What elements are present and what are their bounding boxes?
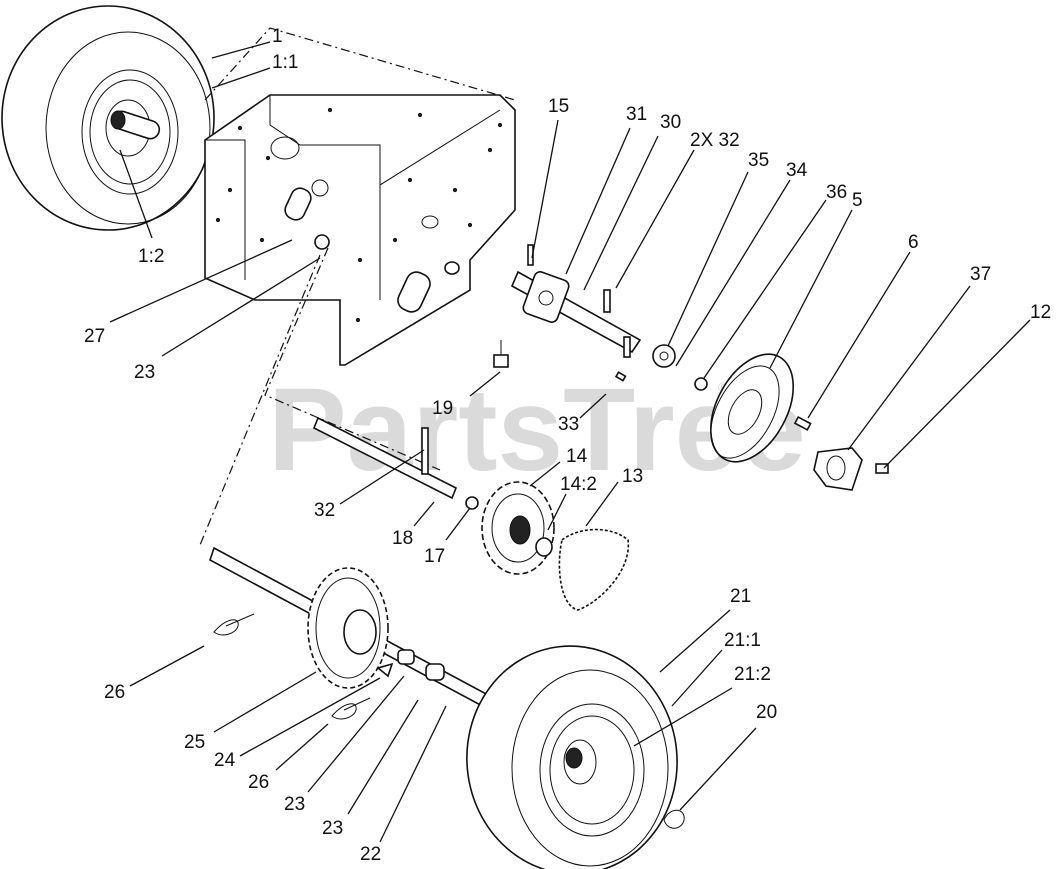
sprocket-14[interactable] bbox=[481, 481, 555, 575]
key-24[interactable] bbox=[376, 662, 394, 678]
callout-14[interactable]: 14 bbox=[566, 446, 588, 467]
callout-labels: 1 1:1 1:2 27 23 15 31 30 2X 32 35 34 36 … bbox=[84, 26, 1051, 865]
callout-22[interactable]: 22 bbox=[360, 844, 381, 865]
callout-17[interactable]: 17 bbox=[424, 546, 445, 567]
shaft-assembly-upper[interactable] bbox=[510, 244, 708, 391]
pulley-5[interactable] bbox=[694, 340, 810, 475]
callout-12[interactable]: 12 bbox=[1030, 302, 1051, 323]
callout-21-2[interactable]: 21:2 bbox=[734, 664, 771, 685]
bolt-12[interactable] bbox=[875, 463, 889, 474]
callout-5[interactable]: 5 bbox=[852, 190, 863, 211]
chain-13[interactable] bbox=[558, 528, 629, 611]
assembly-line-top bbox=[204, 27, 516, 101]
lynch-pin-20[interactable] bbox=[663, 809, 685, 829]
callout-26-top[interactable]: 26 bbox=[104, 682, 125, 703]
spacer-23b[interactable] bbox=[425, 663, 445, 681]
callout-20[interactable]: 20 bbox=[756, 702, 777, 723]
callout-13[interactable]: 13 bbox=[622, 466, 643, 487]
hairpin-26b[interactable] bbox=[331, 697, 371, 720]
callout-1-2[interactable]: 1:2 bbox=[138, 246, 164, 267]
flange-bearing-37[interactable] bbox=[813, 447, 863, 491]
callout-34[interactable]: 34 bbox=[786, 160, 808, 181]
callout-31[interactable]: 31 bbox=[626, 104, 647, 125]
leader-lines bbox=[109, 41, 1031, 843]
callout-15[interactable]: 15 bbox=[548, 96, 569, 117]
wheel-upper-left[interactable] bbox=[1, 5, 215, 231]
bearing-14-2[interactable] bbox=[535, 537, 553, 557]
callout-6[interactable]: 6 bbox=[908, 232, 919, 253]
callout-32[interactable]: 32 bbox=[314, 500, 335, 521]
callout-14-2[interactable]: 14:2 bbox=[560, 474, 597, 495]
callout-21-1[interactable]: 21:1 bbox=[724, 630, 761, 651]
housing-frame[interactable] bbox=[204, 94, 516, 366]
bolt-6[interactable] bbox=[793, 415, 812, 431]
callout-23-mid[interactable]: 23 bbox=[284, 794, 305, 815]
callout-33[interactable]: 33 bbox=[558, 414, 579, 435]
callout-21[interactable]: 21 bbox=[730, 586, 751, 607]
sprocket-small-35 bbox=[652, 344, 676, 368]
callout-26-bottom[interactable]: 26 bbox=[248, 772, 269, 793]
callout-23-top[interactable]: 23 bbox=[134, 362, 155, 383]
callout-27[interactable]: 27 bbox=[84, 326, 105, 347]
bolt-19[interactable] bbox=[493, 340, 509, 368]
hairpin-26a[interactable] bbox=[213, 613, 255, 636]
callout-19[interactable]: 19 bbox=[432, 398, 453, 419]
callout-25[interactable]: 25 bbox=[184, 732, 205, 753]
callout-36[interactable]: 36 bbox=[826, 182, 847, 203]
callout-37[interactable]: 37 bbox=[970, 264, 991, 285]
washer-17[interactable] bbox=[465, 496, 479, 510]
callout-35[interactable]: 35 bbox=[748, 150, 769, 171]
callout-30[interactable]: 30 bbox=[660, 112, 681, 133]
callout-1-1[interactable]: 1:1 bbox=[272, 52, 298, 73]
wheel-lower-21[interactable] bbox=[456, 636, 689, 869]
spacer-23[interactable] bbox=[397, 649, 415, 665]
assembly-line-lower bbox=[199, 254, 321, 546]
assembly-line-axle bbox=[264, 247, 441, 471]
callout-24[interactable]: 24 bbox=[214, 750, 236, 771]
callout-2x32[interactable]: 2X 32 bbox=[690, 130, 740, 151]
callout-23-bottom[interactable]: 23 bbox=[322, 818, 343, 839]
callout-1[interactable]: 1 bbox=[272, 26, 283, 47]
gear-25[interactable] bbox=[307, 567, 389, 689]
callout-18[interactable]: 18 bbox=[392, 528, 413, 549]
